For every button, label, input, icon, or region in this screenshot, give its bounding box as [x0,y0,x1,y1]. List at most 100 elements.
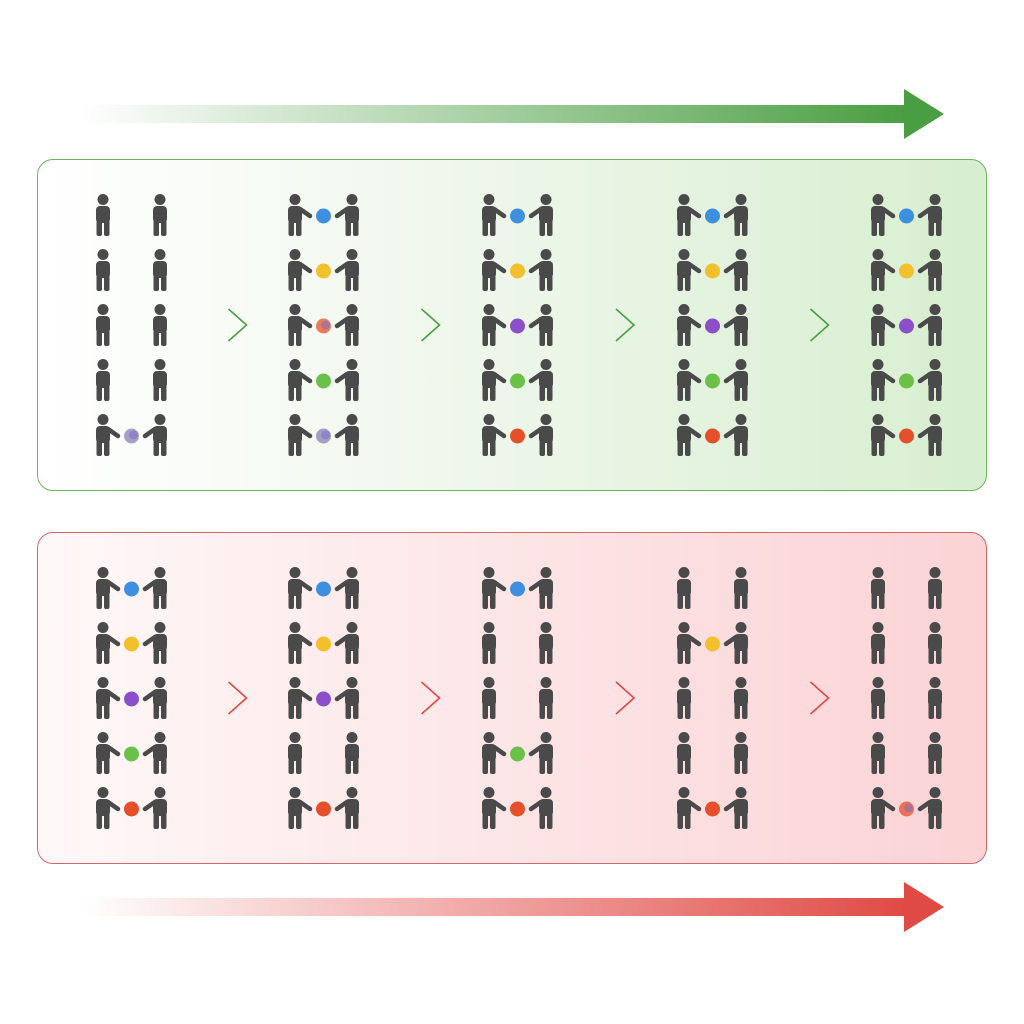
pair-row [871,567,942,609]
person-icon [871,249,896,291]
person-icon [288,732,302,774]
person-icon [96,622,121,664]
pair-row [677,414,748,456]
exchange-token-blue [316,581,331,597]
person-icon [677,359,702,401]
pair-row [482,677,553,719]
pair-row [677,732,748,774]
exchange-token-green [899,373,914,389]
pair-row [677,787,748,829]
person-icon [928,677,942,719]
pair-row [871,359,942,401]
pair-row [96,414,167,456]
pair-row [96,787,167,829]
person-icon [677,677,691,719]
exchange-token-blend [321,320,330,330]
stage-4 [677,567,748,829]
person-icon [677,732,691,774]
exchange-token-yellow [510,263,525,279]
exchange-token-yellow [316,636,331,652]
pair-row [96,567,167,609]
person-icon [482,414,507,456]
chevron-right-icon [420,681,441,715]
person-icon [96,304,110,346]
person-icon [334,304,359,346]
exchange-token-orange [705,428,720,444]
person-icon [334,787,359,829]
stage-1 [96,194,167,456]
person-icon [528,787,553,829]
exchange-token-blend [904,803,913,813]
pair-row [871,414,942,456]
person-icon [482,249,507,291]
exchange-token-orange [705,801,720,817]
pair-row [288,194,359,236]
person-icon [482,304,507,346]
pair-row [677,567,748,609]
person-icon [288,304,313,346]
growth-trend-arrow [80,89,944,139]
person-icon [334,567,359,609]
person-icon [96,194,110,236]
exchange-token-yellow [124,636,139,652]
person-icon [153,359,167,401]
person-icon [917,194,942,236]
exchange-token-green [124,746,139,762]
pair-row [96,194,167,236]
person-icon [871,787,896,829]
person-icon [142,787,167,829]
stage-2 [288,567,359,829]
pair-row [288,359,359,401]
person-icon [482,622,496,664]
pair-row [871,622,942,664]
exchange-token-blue [510,208,525,224]
person-icon [928,732,942,774]
person-icon [288,194,313,236]
exchange-token-yellow [899,263,914,279]
person-icon [142,414,167,456]
pair-row [482,304,553,346]
person-icon [528,567,553,609]
person-icon [871,359,896,401]
exchange-token-green [510,746,525,762]
pair-row [288,249,359,291]
pair-row [288,622,359,664]
stage-5 [871,567,942,829]
exchange-token-yellow [705,263,720,279]
exchange-token-blend [321,430,330,440]
pair-row [677,249,748,291]
pair-row [871,677,942,719]
person-icon [528,194,553,236]
exchange-token-yellow [705,636,720,652]
pair-row [871,304,942,346]
person-icon [334,414,359,456]
person-icon [142,677,167,719]
chevron-right-icon [227,308,248,342]
pair-row [482,622,553,664]
person-icon [723,304,748,346]
person-icon [677,622,702,664]
pair-row [677,194,748,236]
exchange-token-blue [316,208,331,224]
person-icon [288,249,313,291]
person-icon [734,677,748,719]
person-icon [288,359,313,401]
person-icon [153,249,167,291]
person-icon [917,414,942,456]
person-icon [528,414,553,456]
pair-row [482,414,553,456]
pair-row [288,732,359,774]
exchange-token-orange [316,801,331,817]
pair-row [482,194,553,236]
exchange-token-purple [124,691,139,707]
person-icon [482,787,507,829]
pair-row [871,787,942,829]
person-icon [153,194,167,236]
pair-row [482,359,553,401]
decline-stages [96,567,942,829]
stage-1 [96,567,167,829]
person-icon [528,359,553,401]
person-icon [96,414,121,456]
person-icon [334,677,359,719]
exchange-token-blue [705,208,720,224]
